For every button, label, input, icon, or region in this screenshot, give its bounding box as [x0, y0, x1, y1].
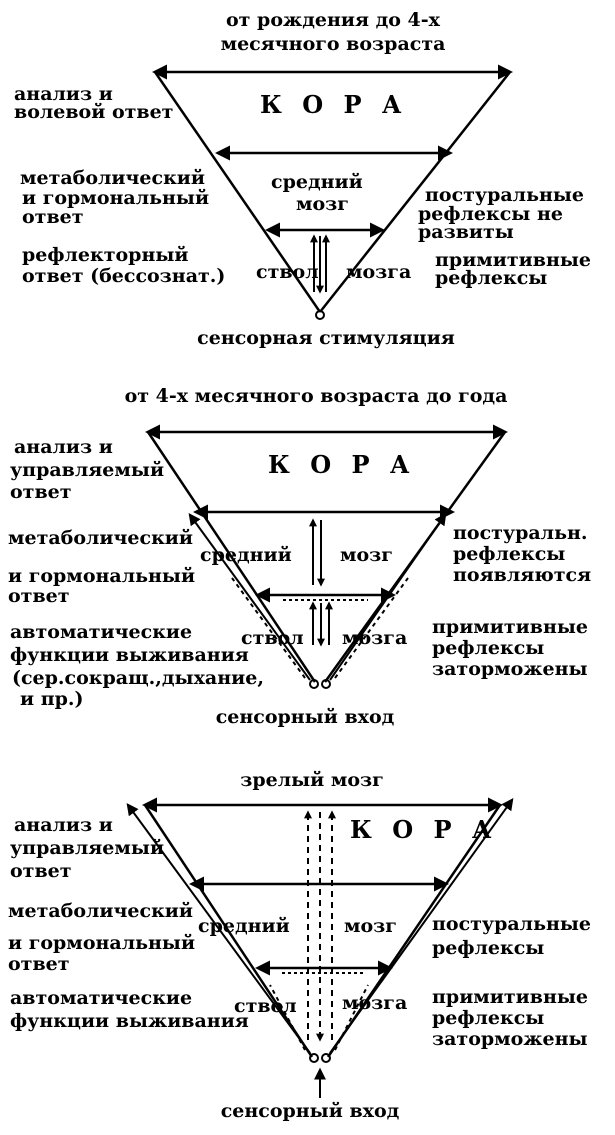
panel-3-left-label-3-line-1: и гормональный [8, 932, 196, 954]
panel-1-title-line-1: от рождения до 4-х [226, 9, 440, 31]
panel-2-right-label-2-line-1: примитивные [432, 616, 588, 638]
panel-2-left-label-2: метаболический [8, 527, 193, 549]
panel-3-left-label-4-line-2: функции выживания [10, 1010, 249, 1032]
panel-1-funnel [152, 64, 513, 320]
panel-2-right-label-1-line-2: рефлексы [453, 543, 566, 565]
panel-2-title: от 4-х месячного возраста до года [124, 385, 508, 407]
panel-2-left-label-1-line-2: управляемый [10, 459, 165, 481]
panel-2-cortex-label: К О Р А [268, 450, 416, 479]
panel-3-right-label-2-line-1: примитивные [432, 986, 588, 1008]
panel-2-right-label-1-line-3: появляются [453, 564, 592, 586]
panel-3-left-label-1-line-3: ответ [10, 860, 72, 882]
panel-1-title-line-2: месячного возраста [220, 33, 446, 55]
panel-2-left-label-3-line-2: ответ [8, 585, 70, 607]
panel-2-left-label-4-line-1: автоматические [10, 621, 193, 643]
panel-3-title: зрелый мозг [240, 769, 384, 791]
panel-1-bottom-label: сенсорная стимуляция [197, 327, 455, 349]
panel-2-left-label-1-line-3: ответ [10, 481, 72, 503]
panel-1-brainstem-label-2: мозга [346, 261, 412, 283]
panel-3-left-label-4-line-1: автоматические [10, 987, 193, 1009]
panel-1-right-label-1-line-2: рефлексы не [418, 203, 563, 225]
panel-3-left-label-1-line-1: анализ и [14, 814, 113, 836]
panel-2-midbrain-label-2: мозг [340, 544, 393, 566]
panel-3-right-label-2-line-3: заторможены [432, 1028, 588, 1050]
panel-2-left-label-1-line-1: анализ и [14, 436, 113, 458]
panel-2-left-label-4-line-2: функции выживания [10, 644, 249, 666]
panel-2-right-label-2-line-2: рефлексы [432, 637, 545, 659]
panel-2-bottom-label: сенсорный вход [215, 706, 395, 728]
panel-3-brainstem-label-1: ствол [234, 995, 297, 1017]
panel-2-midbrain-label-1: средний [200, 544, 292, 566]
panel-2-funnel [145, 424, 508, 689]
panel-1-left-label-2-line-1: метаболический [20, 167, 205, 189]
panel-1-brainstem-label-1: ствол [256, 261, 319, 283]
panel-2-left-label-3-line-1: и гормональный [8, 565, 196, 587]
panel-2-brainstem-label-1: ствол [241, 627, 304, 649]
panel-2-brainstem-label-2: мозга [342, 627, 408, 649]
panel-1-cortex-label: К О Р А [260, 90, 408, 119]
panel-3-right-label-1-line-2: рефлексы [432, 937, 545, 959]
panel-2-left-label-4-line-3: (сер.сокращ.,дыхание, [12, 667, 264, 689]
panel-3-funnel [126, 797, 514, 1098]
panel-3-left-label-2: метаболический [8, 900, 193, 922]
panel-3-midbrain-label-1: средний [198, 915, 290, 937]
panel-3-bottom-label: сенсорный вход [220, 1100, 400, 1122]
panel-1-left-label-3-line-1: рефлекторный [22, 244, 189, 266]
panel-1-right-label-1-line-3: развиты [418, 221, 514, 243]
panel-3-brainstem-label-2: мозга [342, 992, 408, 1014]
panel-3-left-label-1-line-2: управляемый [10, 837, 165, 859]
panel-1-left-label-1-line-2: волевой ответ [14, 101, 174, 123]
panel-1-right-label-2-line-1: примитивные [435, 249, 591, 271]
panel-3-cortex-label: К О Р А [350, 815, 498, 844]
panel-1-left-label-1-line-1: анализ и [14, 83, 113, 105]
panel-3-midbrain-label-2: мозг [344, 915, 397, 937]
panel-1-left-label-3-line-2: ответ (бессознат.) [22, 265, 226, 287]
panel-3-right-label-1-line-1: постуральные [432, 913, 592, 935]
panel-2-right-label-1-line-1: постуральн. [453, 522, 588, 544]
panel-1-midbrain-label-1: средний [271, 171, 363, 193]
panel-2-left-label-4-line-4: и пр.) [20, 688, 84, 710]
panel-1-left-label-2-line-2: и гормональный [22, 187, 210, 209]
panel-2-right-label-2-line-3: заторможены [432, 658, 588, 680]
panel-1-right-label-1-line-1: постуральные [425, 184, 585, 206]
panel-1-midbrain-label-2: мозг [296, 193, 349, 215]
panel-1-right-label-2-line-2: рефлексы [435, 267, 548, 289]
panel-1-left-label-2-line-3: ответ [22, 206, 84, 228]
panel-3-right-label-2-line-2: рефлексы [432, 1007, 545, 1029]
panel-3-left-label-3-line-2: ответ [8, 953, 70, 975]
